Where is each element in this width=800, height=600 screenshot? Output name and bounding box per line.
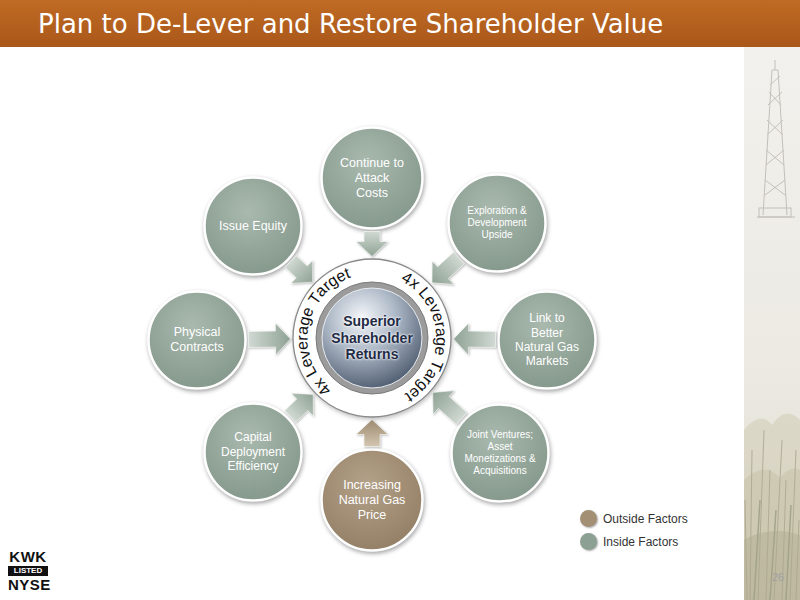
logo-text: KWK bbox=[8, 548, 48, 565]
factor-label: Capital Deployment Efficiency bbox=[218, 430, 288, 473]
text-holder: Capital Deployment Efficiency bbox=[203, 402, 303, 502]
text-holder: Joint Ventures; Asset Monetizations & Ac… bbox=[450, 403, 550, 503]
factor-label: Issue Equity bbox=[215, 219, 291, 234]
block-arrow bbox=[433, 391, 467, 425]
legend-label: Outside Factors bbox=[603, 512, 688, 526]
target-ring: Superior Shareholder Returns4x Leverage … bbox=[292, 258, 452, 418]
factor-circle: Increasing Natural Gas Price bbox=[320, 448, 424, 552]
factor-disc bbox=[205, 404, 302, 501]
factor-label: Link to Better Natural Gas Markets bbox=[512, 311, 582, 369]
title-bar bbox=[0, 0, 800, 47]
factor-disc bbox=[449, 175, 546, 272]
logo-text: LISTED bbox=[8, 566, 48, 576]
legend-swatch bbox=[580, 533, 597, 550]
derrick-silhouette bbox=[757, 60, 795, 217]
factor-circle: Joint Ventures; Asset Monetizations & Ac… bbox=[450, 403, 550, 503]
hub-band bbox=[316, 282, 428, 394]
photo-strip bbox=[744, 47, 800, 600]
factor-label: Joint Ventures; Asset Monetizations & Ac… bbox=[464, 429, 536, 477]
text-holder: Link to Better Natural Gas Markets bbox=[497, 290, 597, 390]
slide-title: Plan to De-Lever and Restore Shareholder… bbox=[38, 5, 778, 43]
page-number: 26 bbox=[766, 570, 790, 584]
hub-label: Superior Shareholder Returns bbox=[328, 313, 416, 363]
factor-disc bbox=[149, 292, 246, 389]
legend: Outside FactorsInside Factors bbox=[580, 507, 730, 553]
factor-circle: Issue Equity bbox=[203, 176, 303, 276]
block-arrow bbox=[285, 255, 313, 283]
legend-label: Inside Factors bbox=[603, 535, 678, 549]
legend-row: Outside Factors bbox=[580, 507, 730, 530]
block-arrow bbox=[432, 252, 465, 284]
block-arrow bbox=[453, 323, 495, 355]
legend-row: Inside Factors bbox=[580, 530, 730, 553]
factor-circle: Exploration & Development Upside bbox=[447, 173, 547, 273]
grass-field bbox=[744, 414, 800, 600]
text-holder: Superior Shareholder Returns bbox=[314, 280, 430, 396]
factor-label: Continue to Attack Costs bbox=[339, 156, 405, 201]
legend-swatch bbox=[580, 510, 597, 527]
factor-label: Increasing Natural Gas Price bbox=[337, 478, 407, 523]
text-holder: Issue Equity bbox=[203, 176, 303, 276]
block-arrow bbox=[285, 393, 314, 422]
factor-circle: Continue to Attack Costs bbox=[320, 126, 424, 230]
factor-circle: Physical Contracts bbox=[147, 290, 247, 390]
text-holder: Physical Contracts bbox=[147, 290, 247, 390]
factor-circle: Link to Better Natural Gas Markets bbox=[497, 290, 597, 390]
block-arrow bbox=[356, 232, 388, 257]
text-holder: Exploration & Development Upside bbox=[447, 173, 547, 273]
factor-label: Exploration & Development Upside bbox=[462, 205, 532, 241]
ring-label: 4x Leverage Target bbox=[292, 258, 452, 418]
factor-disc bbox=[499, 292, 596, 389]
text-holder: Increasing Natural Gas Price bbox=[320, 448, 424, 552]
ring-outline bbox=[293, 259, 451, 417]
factor-disc bbox=[322, 450, 423, 551]
hub-sphere bbox=[322, 288, 422, 388]
factor-circle: Capital Deployment Efficiency bbox=[203, 402, 303, 502]
logo-text: NYSE bbox=[8, 576, 48, 593]
block-arrow bbox=[248, 323, 290, 355]
text-holder: Continue to Attack Costs bbox=[320, 126, 424, 230]
title-holder: Plan to De-Lever and Restore Shareholder… bbox=[38, 5, 778, 43]
factor-disc bbox=[205, 178, 302, 275]
factor-label: Physical Contracts bbox=[160, 325, 234, 355]
factor-disc bbox=[452, 405, 549, 502]
hub-circle: Superior Shareholder Returns bbox=[314, 280, 430, 396]
block-arrow bbox=[356, 420, 388, 447]
factor-disc bbox=[322, 128, 423, 229]
ring-label: 4x Leverage Target bbox=[292, 258, 452, 418]
